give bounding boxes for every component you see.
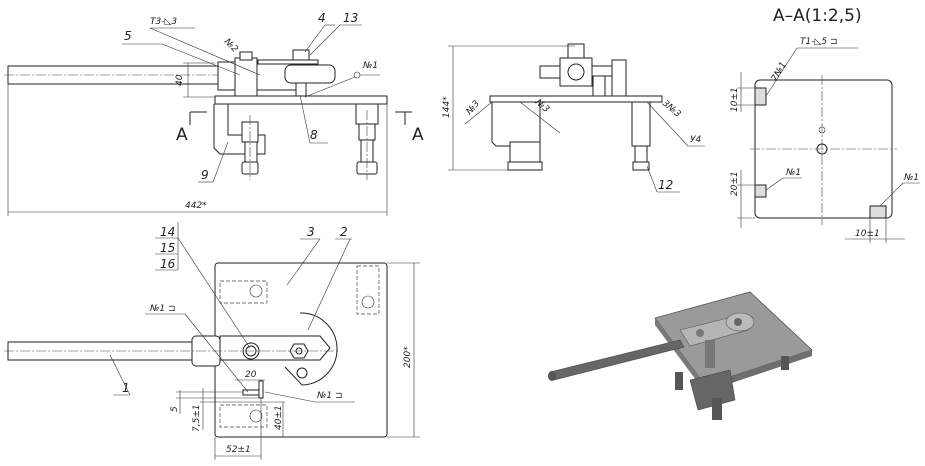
label-n2: №2 (221, 36, 240, 55)
nut (292, 49, 310, 61)
front-view: 40 442* T3-◺3 4 13 5 №2 №1 A A 8 9 (4, 11, 424, 216)
dim-20: 20±1 (730, 171, 740, 196)
label-n1-b: №1 (903, 173, 919, 183)
dim-20-top: 20 (245, 370, 257, 380)
side-view: 144* №3 №3 3№3 У4 12 (442, 43, 705, 193)
label-u4: У4 (690, 135, 701, 145)
dim-40-top: 40±1 (274, 405, 284, 430)
pin-block (234, 57, 258, 99)
dim-200: 200* (403, 346, 413, 368)
label-16: 16 (160, 257, 176, 271)
top-view: 14 15 16 3 2 №1 ⊐ 1 20 №1 ⊐ 5 7,5±1 40±1… (4, 222, 420, 460)
section-mark-a-right: A (412, 125, 424, 145)
label-1: 1 (122, 381, 130, 395)
label-4: 4 (318, 11, 326, 25)
label-5: 5 (124, 29, 132, 43)
label-n1: №1 (362, 61, 378, 71)
side-base-plate (489, 95, 663, 103)
section-view: A–A(1:2,5) T1-◺5 ⊐ 7№1 10±1 №1 20±1 №1 1… (730, 6, 920, 243)
isometric-render (548, 291, 813, 420)
label-t1: T1-◺5 ⊐ (800, 37, 838, 47)
top-lever (219, 335, 331, 361)
label-n1-a: №1 (785, 168, 801, 178)
dim-5: 5 (170, 406, 180, 412)
label-14: 14 (160, 225, 175, 239)
label-3n3: 3№3 (660, 99, 683, 120)
roller (284, 64, 336, 84)
dim-10-top: 10±1 (730, 87, 740, 112)
dim-442: 442* (185, 201, 207, 211)
label-t3: T3-◺3 (150, 17, 177, 27)
label-n1-top: №1 ⊐ (149, 304, 176, 314)
clamp-bracket (213, 104, 266, 155)
label-n1-bottom: №1 ⊐ (316, 391, 343, 401)
label-n3-a: №3 (464, 99, 482, 118)
label-3: 3 (307, 225, 315, 239)
label-9: 9 (201, 168, 209, 182)
dim-52: 52±1 (226, 445, 251, 455)
bending-disc (284, 312, 338, 386)
section-title: A–A(1:2,5) (773, 6, 862, 26)
dim-10-bottom: 10±1 (855, 229, 880, 239)
dim-144: 144* (442, 96, 452, 118)
section-mark-a-left: A (176, 125, 188, 145)
label-15: 15 (160, 241, 175, 255)
label-12: 12 (658, 178, 673, 192)
label-2: 2 (340, 225, 348, 239)
label-8: 8 (310, 128, 318, 142)
side-bracket (491, 102, 541, 147)
label-13: 13 (343, 11, 358, 25)
dim-7-5: 7,5±1 (192, 404, 202, 432)
side-lever-block (559, 57, 593, 87)
dim-40: 40 (175, 74, 185, 86)
